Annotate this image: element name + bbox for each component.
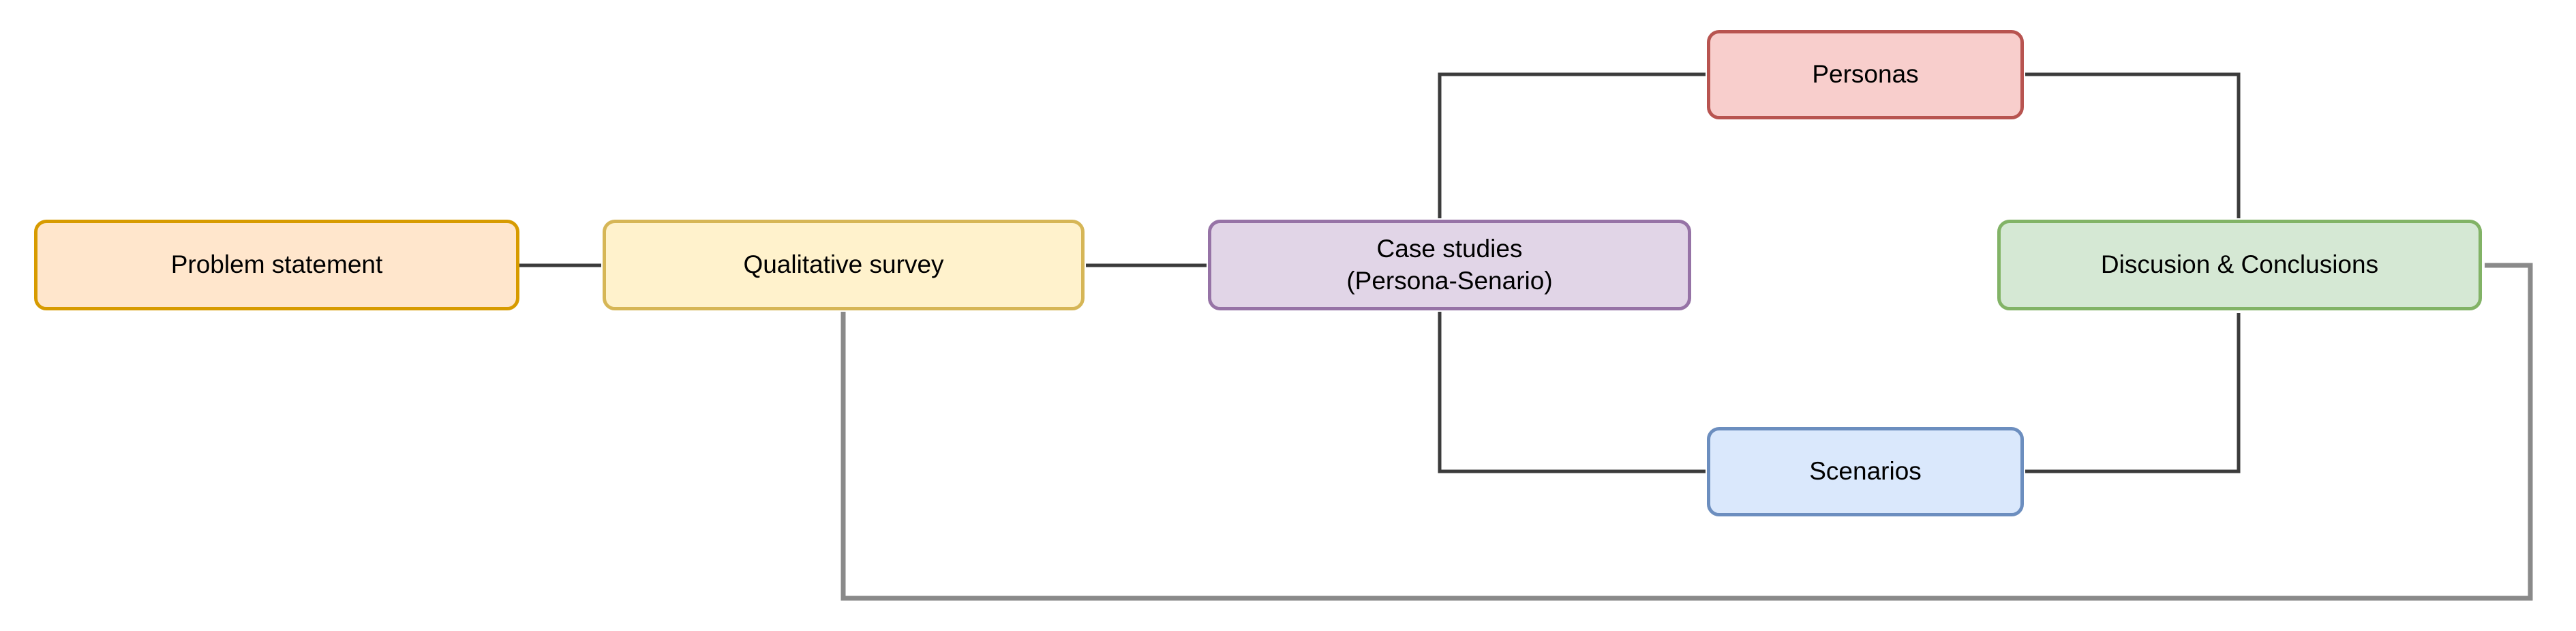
edge-scenarios-to-discussion	[2025, 313, 2241, 473]
edge-case-studies-to-scenarios	[1438, 312, 1706, 473]
edge-survey-feedback-to-discussion	[840, 263, 2533, 601]
node-problem-statement: Problem statement	[34, 220, 519, 310]
node-label-line2: (Persona-Senario)	[1346, 266, 1553, 295]
node-case-studies: Case studies (Persona-Senario)	[1208, 220, 1691, 310]
node-label: Problem statement	[170, 250, 383, 279]
node-label: Case studies (Persona-Senario)	[1346, 233, 1552, 297]
node-qualitative-survey: Qualitative survey	[603, 220, 1085, 310]
node-label: Qualitative survey	[743, 250, 944, 279]
node-discussion-conclusions: Discusion & Conclusions	[1997, 220, 2482, 310]
node-personas: Personas	[1707, 30, 2024, 119]
node-label: Scenarios	[1809, 457, 1922, 486]
edge-case-studies-to-personas	[1438, 72, 1706, 218]
node-scenarios: Scenarios	[1707, 427, 2024, 516]
node-label-line1: Case studies	[1376, 235, 1523, 263]
node-label: Personas	[1812, 60, 1919, 89]
node-label: Discusion & Conclusions	[2100, 250, 2379, 279]
edge-personas-to-discussion	[2025, 72, 2241, 218]
